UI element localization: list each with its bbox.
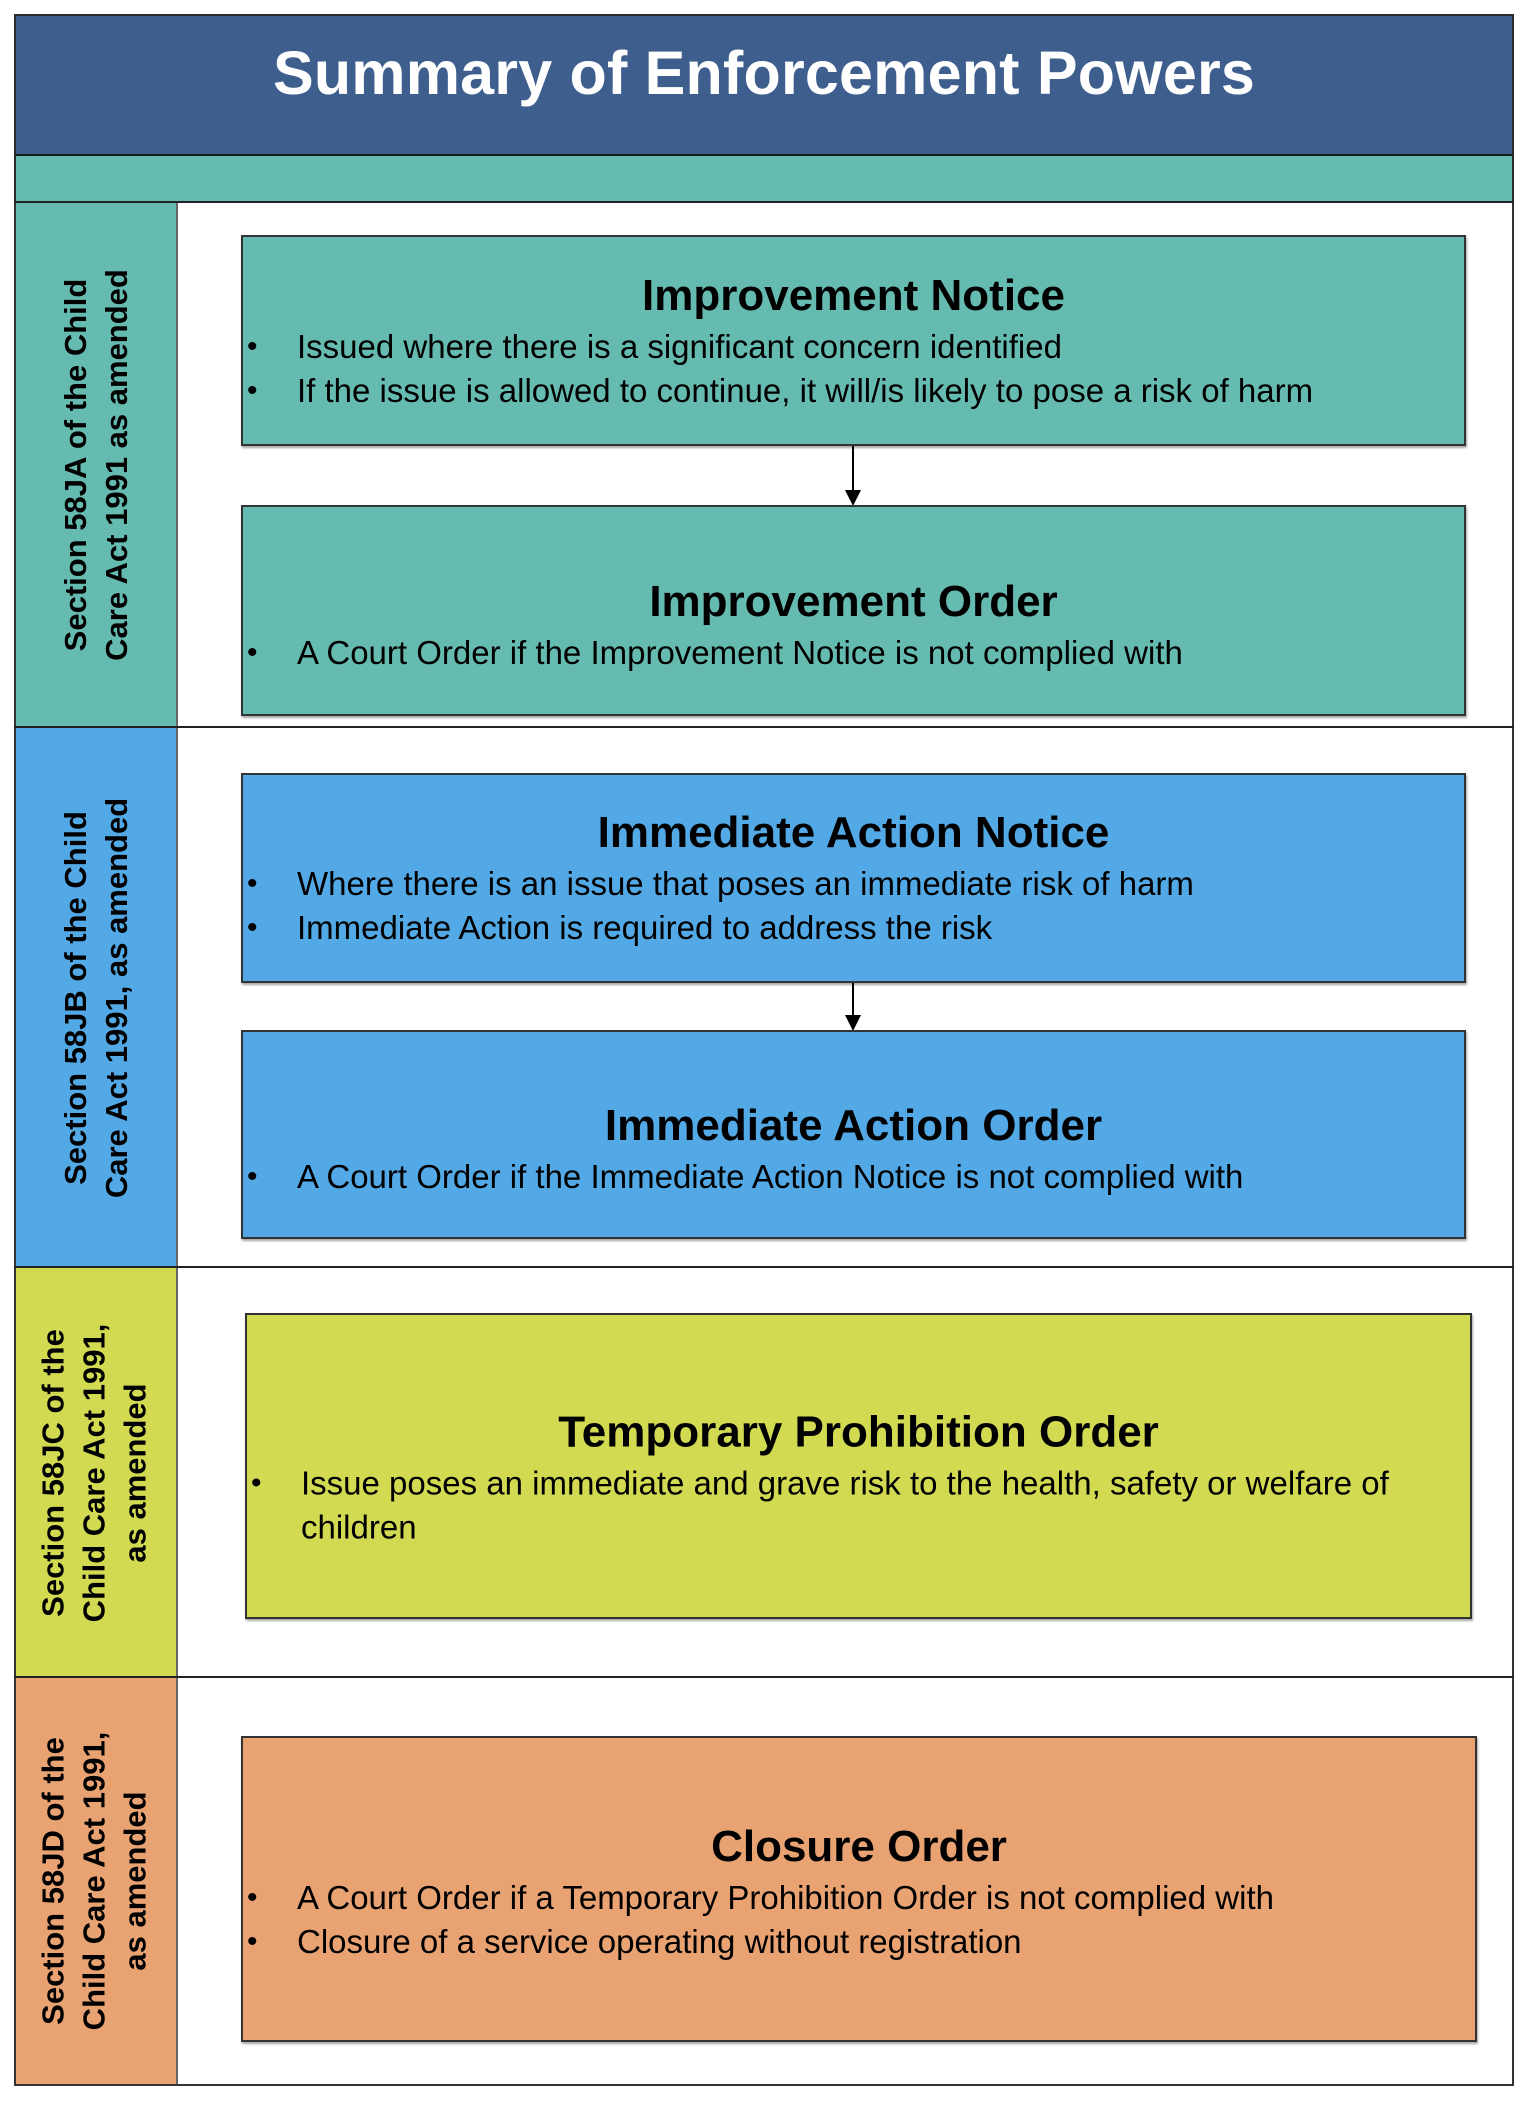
closure-order-heading: Closure Order [711,1821,1007,1871]
immediate-action-order-heading: Immediate Action Order [604,1100,1103,1150]
temporary-prohibition-order-box: Temporary Prohibition Order Issue poses … [245,1313,1472,1619]
section-58jd-label-cell: Section 58JD of the Child Care Act 1991,… [14,1678,178,2084]
section-58jb-label-cell: Section 58JB of the Child Care Act 1991,… [14,728,178,1267]
immediate-action-notice-box: Immediate Action Notice Where there is a… [241,773,1466,983]
bullet-item: Closure of a service operating without r… [243,1920,1475,1964]
bullet-item: Where there is an issue that poses an im… [243,862,1464,906]
bullet-item: A Court Order if the Immediate Action No… [243,1155,1464,1199]
section-58jd-label: Section 58JD of the Child Care Act 1991,… [35,1731,153,2031]
immediate-action-notice-heading: Immediate Action Notice [597,808,1110,857]
bullet-item: Issued where there is a significant conc… [243,325,1464,369]
section-58jb-row [14,726,1514,1267]
improvement-notice-box: Improvement Notice Issued where there is… [241,235,1466,446]
section-58ja-label: Section 58JA of the Child Care Act 1991 … [58,269,134,661]
section-58jc-label-cell: Section 58JC of the Child Care Act 1991,… [14,1268,178,1677]
section-58jc-row [14,1266,1514,1677]
bullet-item: If the issue is allowed to continue, it … [243,369,1464,413]
bullet-item: Immediate Action is required to address … [243,906,1464,950]
arrow-down-icon [845,983,861,1031]
bullet-item: A Court Order if a Temporary Prohibition… [243,1876,1475,1920]
section-58ja-row [14,201,1514,727]
section-58ja-label-cell: Section 58JA of the Child Care Act 1991 … [14,203,178,727]
arrow-down-icon [845,446,861,506]
section-58jd-row [14,1676,1514,2086]
improvement-order-box: Improvement Order A Court Order if the I… [241,505,1466,716]
header-band [14,154,1514,203]
bullet-item: Issue poses an immediate and grave risk … [247,1462,1470,1550]
bullet-item: A Court Order if the Improvement Notice … [243,631,1464,675]
improvement-order-heading: Improvement Order [649,576,1058,626]
section-58jb-label: Section 58JB of the Child Care Act 1991,… [58,797,134,1198]
page-title: Summary of Enforcement Powers [272,39,1256,107]
closure-order-box: Closure Order A Court Order if a Tempora… [241,1736,1477,2042]
improvement-notice-heading: Improvement Notice [642,270,1065,320]
section-58jc-label: Section 58JC of the Child Care Act 1991,… [35,1323,153,1622]
temporary-prohibition-order-heading: Temporary Prohibition Order [558,1407,1159,1457]
immediate-action-order-box: Immediate Action Order A Court Order if … [241,1030,1466,1239]
title-bar: Summary of Enforcement Powers [14,14,1514,156]
